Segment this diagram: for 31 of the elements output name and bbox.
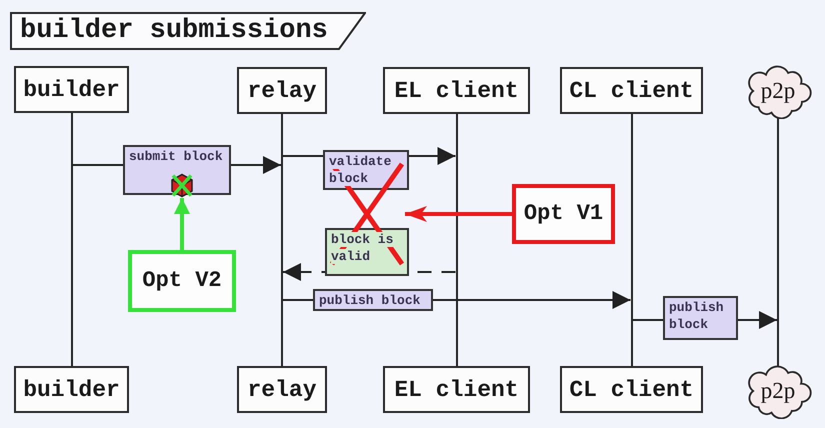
note-box	[512, 184, 615, 244]
participant-box	[237, 366, 327, 413]
participant-name: relay	[247, 376, 316, 404]
lifeline	[630, 114, 632, 366]
participant-name: EL client	[394, 376, 519, 404]
participant-name: CL client	[569, 76, 694, 104]
note-box	[128, 250, 236, 312]
note-text: Opt V2	[142, 267, 222, 295]
participant-box	[560, 67, 703, 114]
participant-box	[383, 67, 530, 114]
participant-box	[560, 366, 703, 413]
lifeline	[456, 114, 458, 366]
lifeline	[777, 117, 779, 366]
note-text: Opt V1	[524, 200, 604, 228]
pointer-arrow	[174, 198, 190, 250]
participant-name: EL client	[394, 76, 519, 104]
edge-label: publish block	[319, 292, 420, 309]
participant-name: builder	[23, 76, 120, 104]
diagram-title: builder submissions	[20, 16, 328, 46]
pointer-arrow	[405, 206, 512, 222]
participant-box	[383, 366, 530, 413]
cloud-label: p2p	[760, 78, 796, 104]
participant-box	[237, 67, 327, 114]
participant-name: builder	[23, 376, 120, 404]
participant-name: CL client	[569, 376, 694, 404]
cloud-label: p2p	[760, 378, 796, 404]
participant-name: relay	[247, 76, 316, 104]
lifeline	[70, 113, 72, 366]
participant-box	[14, 366, 129, 413]
lifeline	[281, 114, 283, 366]
participant-box	[14, 66, 129, 113]
